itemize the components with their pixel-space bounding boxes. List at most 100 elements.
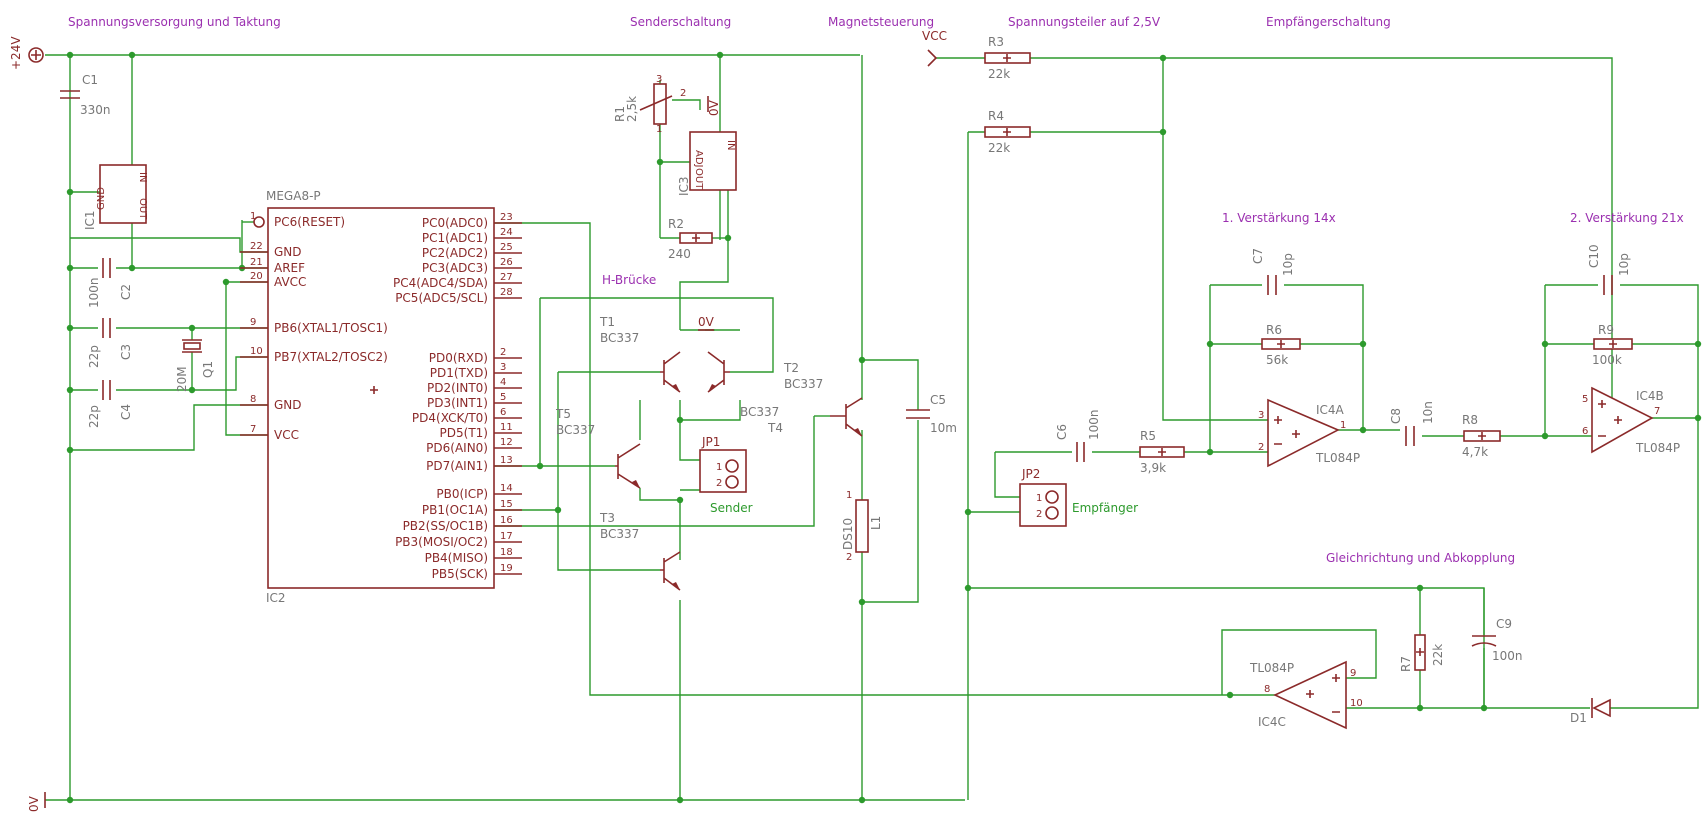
r1-value: 2,5k [625,96,639,122]
t3-symbol [660,551,681,591]
pin-number: 25 [500,242,513,253]
pin-number: 19 [500,563,513,574]
r2-value: 240 [668,247,691,261]
wire-jp1-1 [679,420,700,461]
junctions [66,51,1702,804]
t3-value: BC337 [600,527,639,541]
junction [66,264,74,272]
resistor-r7: R7 22k [1399,634,1445,672]
potentiometer-r1: 3 2 1 R1 2,5k [613,74,686,135]
l1-name: L1 [869,516,883,530]
r1-pin3: 3 [656,74,662,85]
jp1-body [699,449,747,493]
transistor-t2: T2 BC337 [707,351,823,393]
pin-number: 21 [250,257,263,268]
c1-value: 330n [80,103,111,117]
plus24v-symbol [28,47,44,63]
r4-value: 22k [988,141,1010,155]
pin-label: PD7(AIN1) [426,459,488,473]
pin-number: 6 [500,407,506,418]
c4-name: C4 [119,404,133,420]
ic2-value: MEGA8-P [266,189,321,203]
ic4a-pin3: 3 [1258,410,1264,421]
junction [724,234,732,242]
t1-arrow [672,384,680,392]
ic4b-pin5: 5 [1582,394,1588,405]
resistor-r5: R5 3,9k [1139,429,1185,475]
wire-c5-bot [862,420,919,603]
q1-value: 20M [175,366,189,392]
t1-symbol [660,351,681,393]
junction [128,51,136,59]
wire-t5-em [639,488,681,560]
pin-number: 27 [500,272,513,283]
c10-name: C10 [1587,244,1601,268]
junction [676,496,684,504]
junction [536,462,544,470]
section-title-rectifier: Gleichrichtung und Abkopplung [1326,551,1515,565]
d1-name: D1 [1570,711,1587,725]
ic4c-marks [1306,674,1340,713]
r1-body [653,83,667,125]
junction [1541,432,1549,440]
ic4b-value: TL084P [1635,441,1680,455]
pin-number: 8 [250,394,256,405]
c7-value: 10p [1281,253,1295,276]
junction [1480,704,1488,712]
capacitor-c6: C6 100n [1055,409,1101,462]
ic4c-name: IC4C [1258,715,1286,729]
l1-body [855,499,869,553]
junction [66,386,74,394]
wire-rect-top [968,587,1485,708]
l1-pin2: 2 [846,552,852,563]
capacitor-plates [102,380,111,400]
t1-name: T1 [599,315,615,329]
resistor-r6: R6 56k [1261,323,1301,367]
junction [964,508,972,516]
r7-mark [1416,648,1424,656]
ic1-pin-out: OUT [137,198,148,220]
c6-name: C6 [1055,424,1069,440]
junction [554,506,562,514]
pin-label: PB3(MOSI/OC2) [395,535,488,549]
pin-number: 10 [250,346,263,357]
jp2-label: Empfänger [1072,501,1138,515]
t3-name: T3 [599,511,615,525]
ic3-pin-in: IN [725,140,736,150]
pin-label: PD6(AIN0) [426,441,488,455]
pin-number: 5 [500,392,506,403]
ic3-name: IC3 [677,176,691,196]
r2-mark [692,234,700,242]
capacitor-c8: C8 10n [1389,401,1435,446]
c10-value: 10p [1617,253,1631,276]
r9-name: R9 [1598,323,1614,337]
ic2-pin: 8 GND [240,394,302,412]
section-titles: Spannungsversorgung und Taktung Sendersc… [68,15,1684,565]
c2-name: C2 [119,284,133,300]
resistor-r2: R2 240 [668,217,713,261]
pin-label: PD5(T1) [440,426,488,440]
r8-name: R8 [1462,413,1478,427]
ic2-name: IC2 [266,591,286,605]
transistor-t5: T5 BC337 [555,407,641,489]
junction [1694,340,1702,348]
capacitor-c4: C4 22p [87,380,133,428]
junction [1159,54,1167,62]
junction [1416,584,1424,592]
d1-body [1592,698,1611,718]
t5-symbol [615,443,641,489]
pin-label: GND [274,398,302,412]
net-label-gnd-reg: 0V [707,99,721,116]
pin-number: 13 [500,455,513,466]
pin-number: 17 [500,531,513,542]
wire-vcc [225,282,268,436]
capacitor-c9: C9 100n [1471,617,1523,663]
junction [188,386,196,394]
r7-name: R7 [1399,656,1413,672]
supply-symbols: +24V 0V VCC 0V 0V [9,29,947,812]
